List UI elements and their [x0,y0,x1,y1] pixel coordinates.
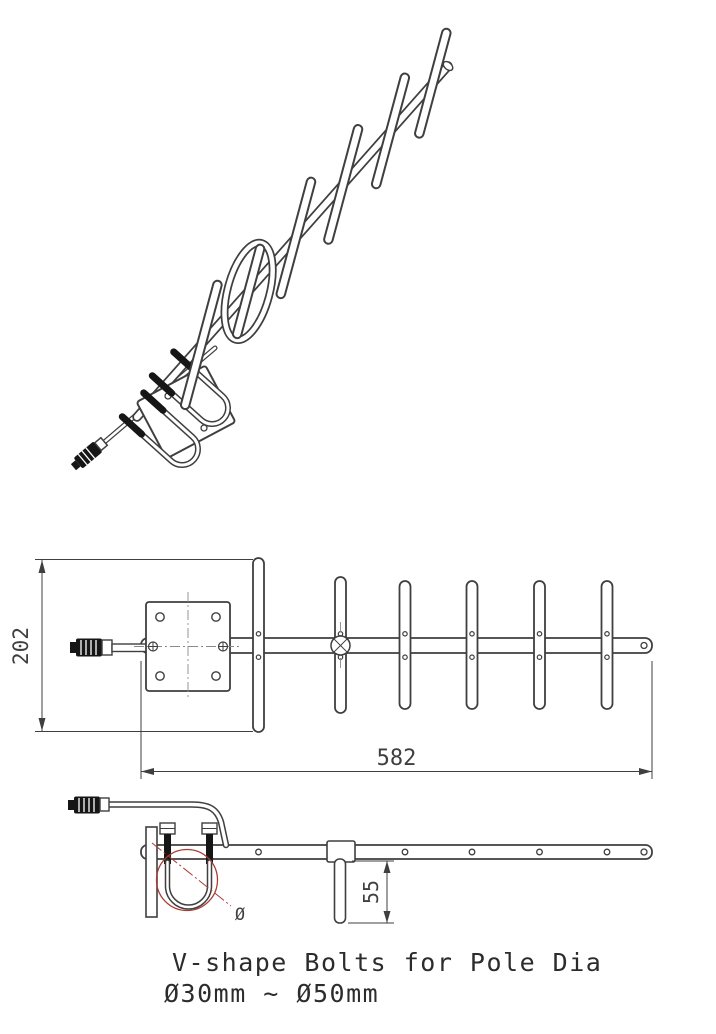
diameter-leader [151,842,232,907]
bolt-threads [118,348,197,438]
boom-end-screw [640,641,648,650]
mounting-plate-top-view [134,592,242,700]
boom-side-view [140,844,653,860]
caption-line-2: Ø30mm ~ Ø50mm [164,979,379,1008]
v-bolt [168,366,231,427]
reflector-element [252,557,265,733]
caption: V-shape Bolts for Pole Dia Ø30mm ~ Ø50mm [164,948,602,1008]
boom-screws-side [255,848,648,856]
director-element [533,580,546,710]
director-element [465,580,479,710]
folded-dipole-loop [220,238,277,345]
top-view: 202 [9,557,653,779]
diameter-symbol: Ø [235,905,245,925]
dipole-side-view [326,840,356,924]
antenna-elements [179,27,452,411]
director-element [398,580,412,710]
dimension-dipole-offset: 55 [348,860,394,924]
isometric-view [70,27,454,471]
connector-side-view [68,796,110,814]
dimension-height: 202 [9,559,253,732]
element-screws [255,630,610,661]
mounting-bracket [118,348,236,468]
connector-top-view [70,638,149,657]
dimension-length: 582 [140,661,653,779]
dimension-dipole-offset-label: 55 [359,880,383,904]
cable-side-view [105,801,230,849]
dipole-cross-mount [330,622,351,670]
dimension-height-label: 202 [9,627,33,665]
v-bolt [138,407,201,468]
dimension-length-label: 582 [377,746,417,771]
side-view: Ø 55 [68,796,653,925]
pole-circle [155,848,219,912]
elements-top-view [252,557,614,733]
caption-line-1: V-shape Bolts for Pole Dia [172,948,602,977]
coax-connector [70,436,109,471]
director-element [600,580,614,710]
bracket-side-view: Ø [145,822,245,925]
